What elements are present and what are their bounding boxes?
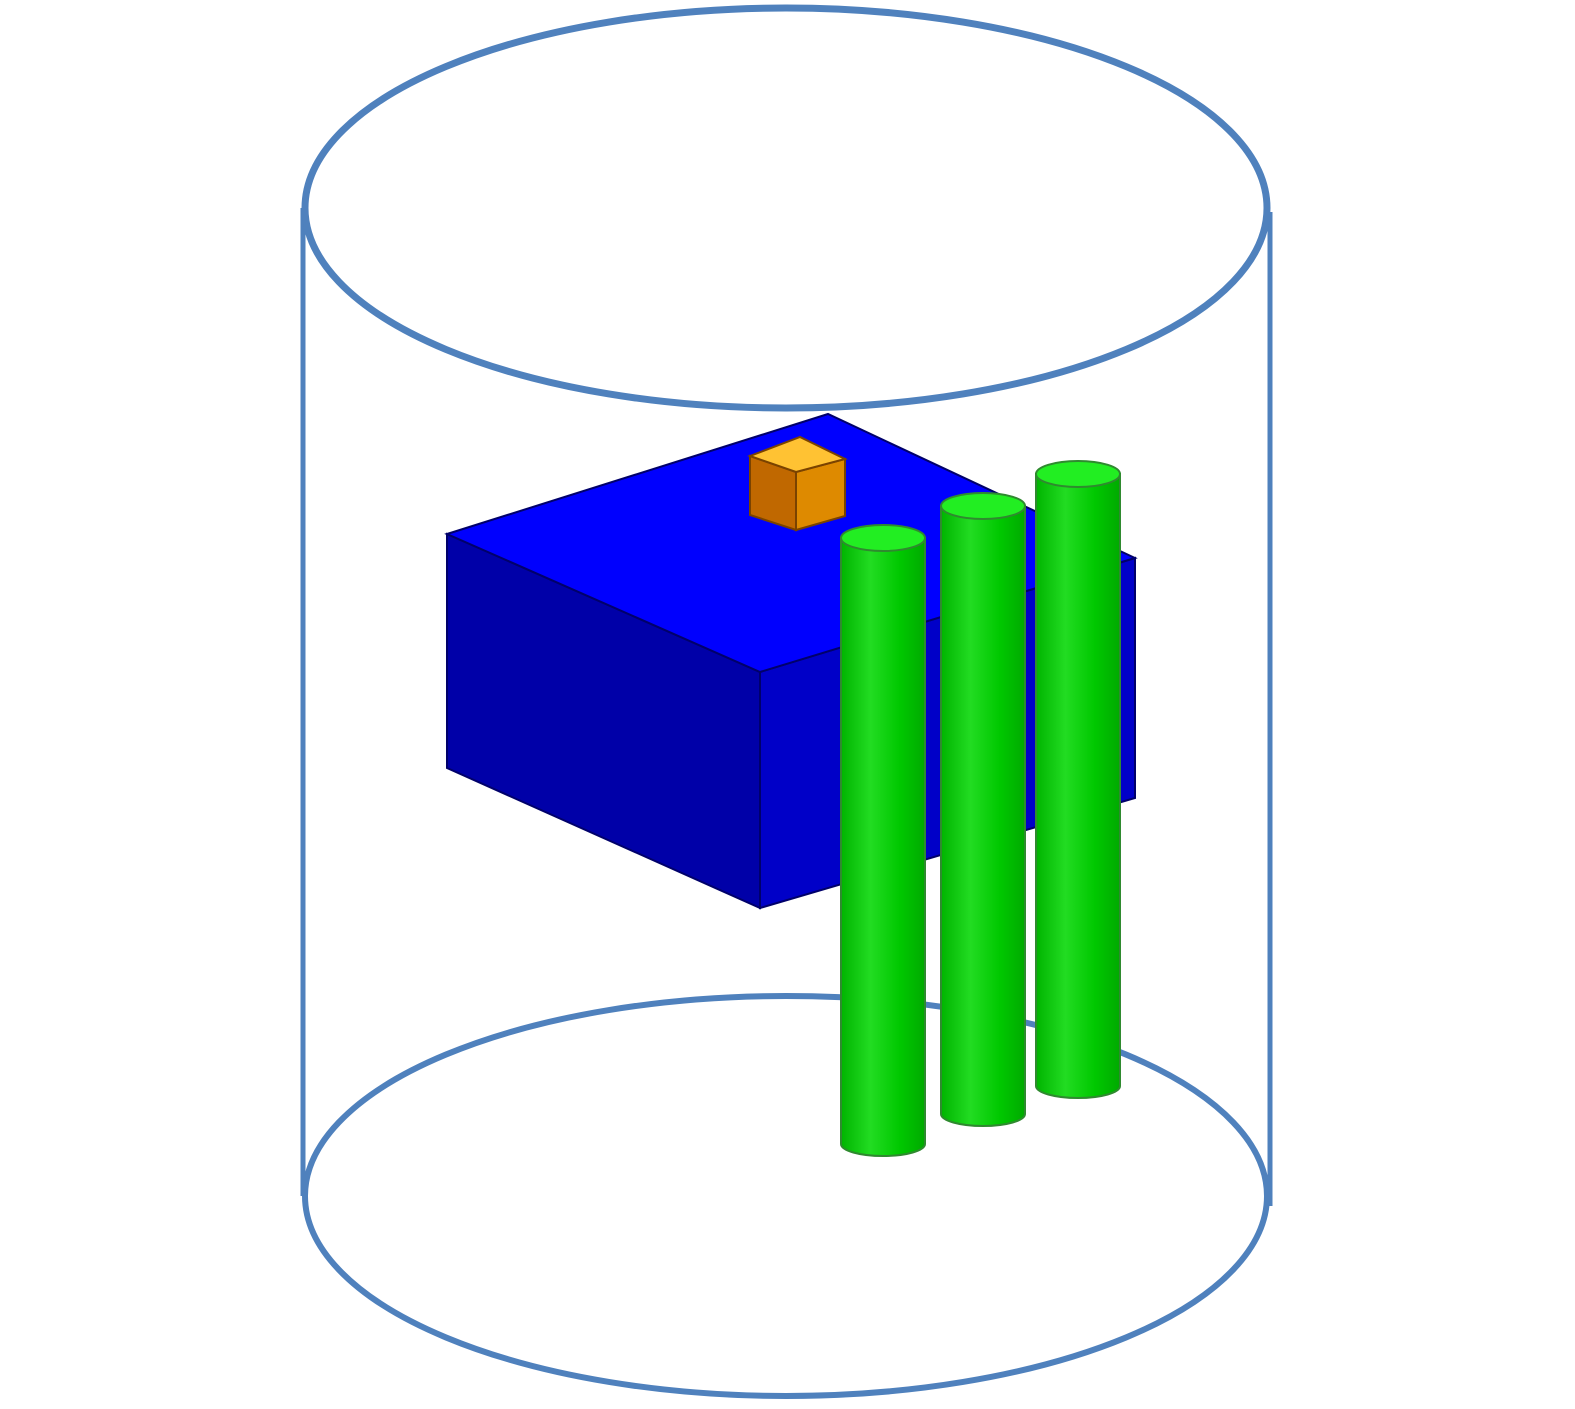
enclosure-top-rim bbox=[301, 4, 1271, 412]
rod-2 bbox=[940, 492, 1026, 1127]
rod-1 bbox=[840, 524, 926, 1157]
rod-2-body bbox=[940, 505, 1026, 1127]
rod-3-top bbox=[1035, 460, 1121, 488]
rods bbox=[840, 460, 1121, 1157]
rod-3-body bbox=[1035, 473, 1121, 1099]
cube bbox=[747, 435, 848, 532]
rod-3 bbox=[1035, 460, 1121, 1099]
enclosure-cylinder bbox=[302, 993, 1270, 1399]
enclosure-cylinder-front bbox=[300, 4, 1273, 1206]
cube-top-face bbox=[747, 435, 848, 474]
enclosure-bottom-rim bbox=[302, 993, 1270, 1399]
rod-2-top bbox=[940, 492, 1026, 520]
rod-1-top bbox=[840, 524, 926, 552]
rod-1-body bbox=[840, 537, 926, 1157]
